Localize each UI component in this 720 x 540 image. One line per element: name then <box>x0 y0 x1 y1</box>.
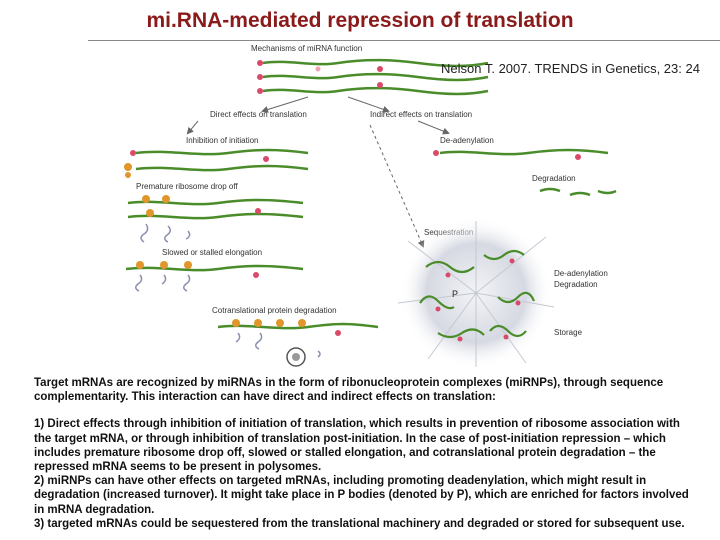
mrna-strand <box>262 58 489 68</box>
caption-point-2: 2) miRNPs can have other effects on targ… <box>34 475 689 516</box>
ribosome <box>232 319 240 327</box>
mirnp-complex <box>315 66 321 72</box>
proteasome <box>286 347 306 367</box>
mirnp-complex <box>257 60 263 66</box>
elongation-label: Slowed or stalled elongation <box>162 248 262 257</box>
ribosome <box>146 209 154 217</box>
indirect-effects-label: Indirect effects on translation <box>370 110 472 119</box>
mirnp-complex <box>253 272 259 278</box>
ribosome <box>136 261 144 269</box>
deadenylation-label: De-adenylation <box>440 136 494 145</box>
dissociated-ribosome <box>124 163 132 178</box>
ribosome <box>142 195 150 203</box>
nascent-protein <box>135 274 191 292</box>
mirnp-complex <box>433 150 439 156</box>
degraded-protein-fragments <box>235 332 321 358</box>
mrna-strand <box>127 198 304 206</box>
mrna-strand <box>439 148 609 156</box>
direct-branch-arrow <box>186 120 199 135</box>
mrna-strand <box>125 264 304 272</box>
indirect-arrow <box>347 96 390 113</box>
ribosome <box>276 319 284 327</box>
dropoff-label: Premature ribosome drop off <box>136 182 238 191</box>
storage-label: Storage <box>554 328 583 337</box>
ribosome <box>162 195 170 203</box>
inhibition-label: Inhibition of initiation <box>186 136 259 145</box>
caption: Target mRNAs are recognized by miRNAs in… <box>34 376 696 531</box>
mirnp-complex <box>575 154 581 160</box>
mirnp-complex <box>335 330 341 336</box>
mirnp-complex <box>130 150 136 156</box>
degraded-mrna-fragment <box>539 187 561 193</box>
mirnp-complex <box>257 74 263 80</box>
mirnp-complex <box>255 208 261 214</box>
caption-intro: Target mRNAs are recognized by miRNAs in… <box>34 377 664 404</box>
degradation-label: Degradation <box>532 174 576 183</box>
sequestration-arrow <box>369 124 425 248</box>
nascent-protein <box>140 223 191 243</box>
citation: Nelson T. 2007. TRENDS in Genetics, 23: … <box>441 61 700 76</box>
figure-canvas: Mechanisms of miRNA function Direct effe… <box>124 44 617 369</box>
mrna-strand <box>217 322 379 330</box>
caption-point-3: 3) targeted mRNAs could be sequestered f… <box>34 517 685 530</box>
ribosome <box>160 261 168 269</box>
mrna-strand <box>135 148 309 156</box>
top-mrna-group <box>257 58 489 96</box>
p-body: P <box>397 217 555 369</box>
cotranslational-degradation-label: Cotranslational protein degradation <box>212 306 337 315</box>
pbody-deadenylation-label: De-adenylation <box>554 269 608 278</box>
mirnp-complex <box>263 156 269 162</box>
degraded-mrna-fragment <box>569 191 591 197</box>
mrna-strand <box>135 164 309 172</box>
ribosome <box>184 261 192 269</box>
direct-effects-label: Direct effects on translation <box>210 110 307 119</box>
mirnp-complex <box>377 66 383 72</box>
mrna-strand <box>127 212 304 220</box>
pbody-degradation-label: Degradation <box>554 280 598 289</box>
degraded-mrna-fragment <box>597 189 617 195</box>
mrna-strand <box>262 86 489 96</box>
indirect-branch-arrow <box>417 120 450 135</box>
ribosome <box>298 319 306 327</box>
mrna-strand <box>262 72 489 82</box>
slide-title: mi.RNA-mediated repression of translatio… <box>146 9 574 32</box>
mirnp-complex <box>257 88 263 94</box>
caption-point-1: 1) Direct effects through inhibition of … <box>34 418 680 474</box>
mirna-mechanism-figure: Mechanisms of miRNA function Direct effe… <box>88 40 720 373</box>
mirnp-complex <box>377 82 383 88</box>
figure-header: Mechanisms of miRNA function <box>251 44 362 53</box>
ribosome <box>254 319 262 327</box>
p-body-label: P <box>452 289 458 299</box>
direct-arrow <box>261 96 309 113</box>
